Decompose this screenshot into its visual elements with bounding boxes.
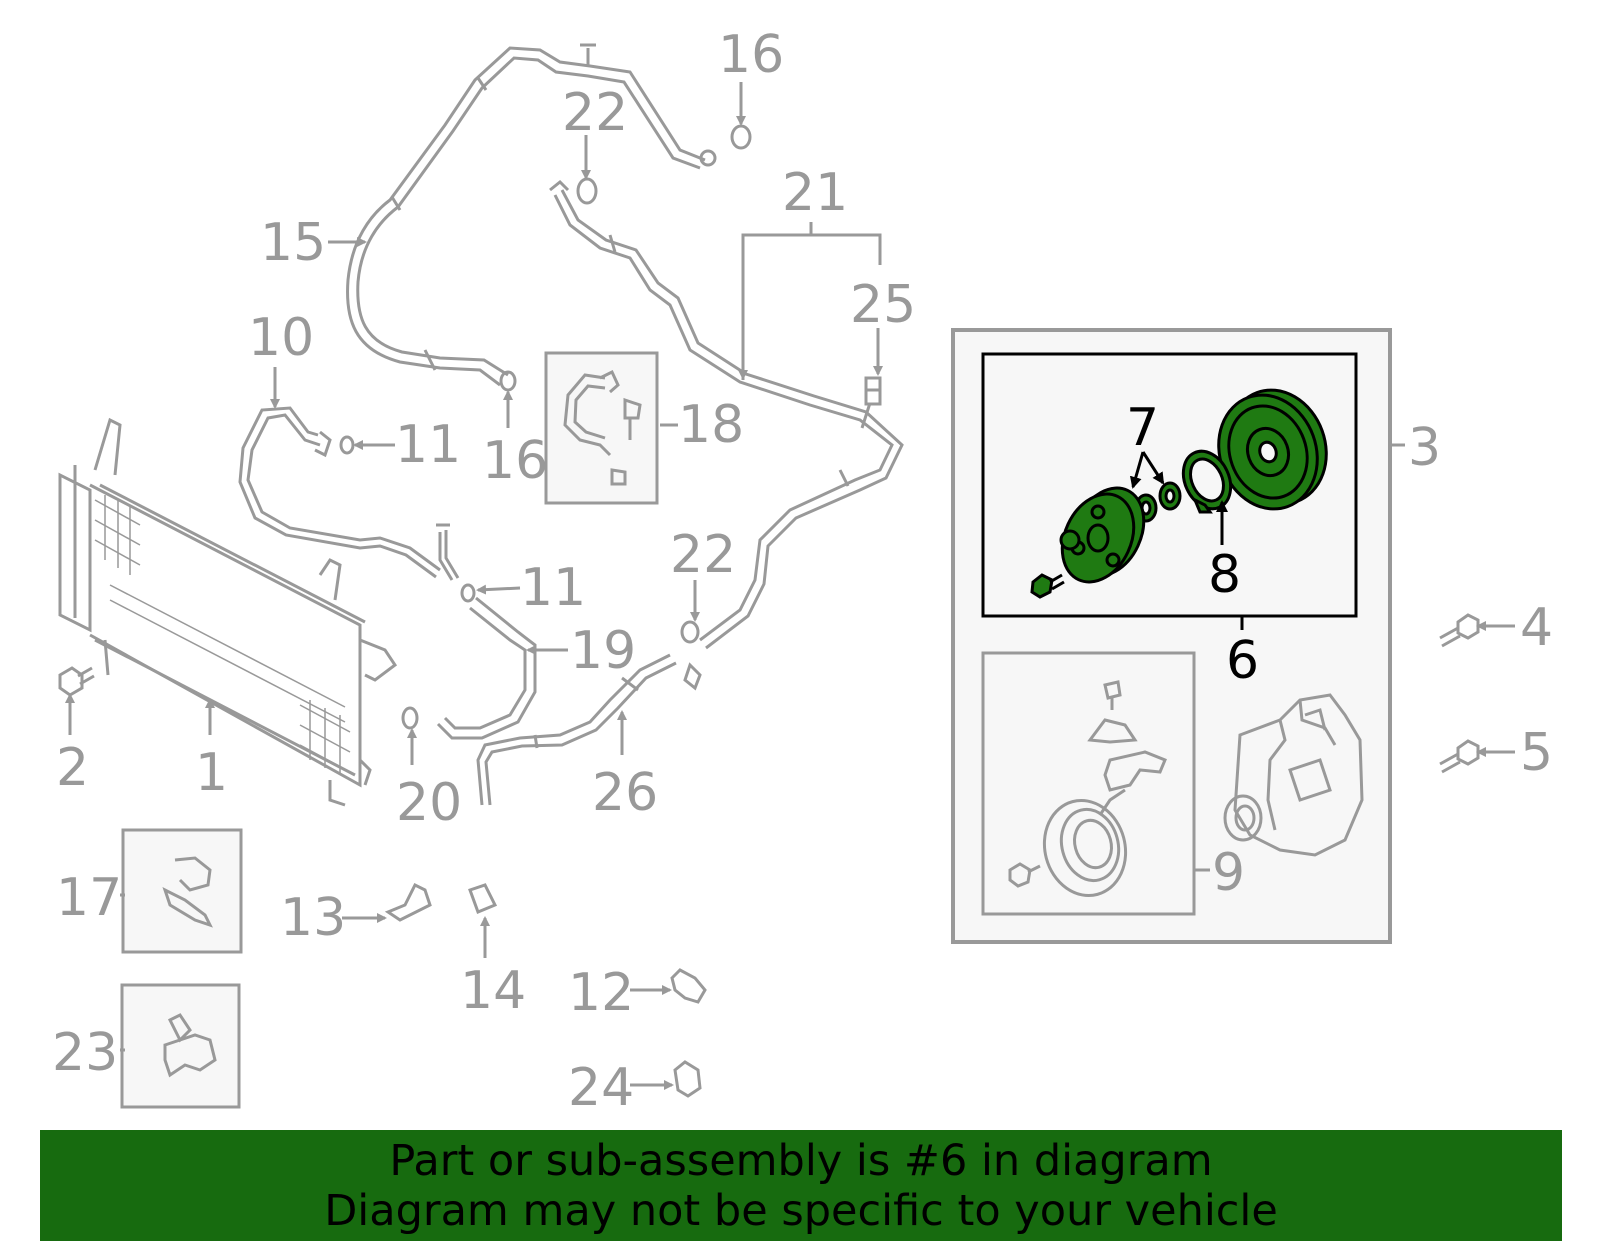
callout-10: 10 [248, 308, 314, 368]
callout-21: 21 [782, 163, 848, 223]
callout-7: 7 [1126, 398, 1159, 458]
clips [384, 882, 707, 1098]
pipe-19 [436, 523, 537, 740]
callout-12: 12 [568, 963, 634, 1023]
callout-24: 24 [568, 1058, 634, 1118]
snap-ring [1181, 449, 1233, 514]
callout-26: 26 [592, 763, 658, 823]
callout-22a: 22 [562, 83, 628, 143]
hose-15 [346, 43, 717, 387]
callout-3: 3 [1408, 418, 1441, 478]
callout-14: 14 [460, 961, 526, 1021]
armature-plate [1059, 486, 1146, 584]
info-banner: Part or sub-assembly is #6 in diagram Di… [40, 1130, 1562, 1241]
bolt-2 [58, 666, 95, 697]
compressor-body [1223, 693, 1364, 857]
callout-20: 20 [396, 773, 462, 833]
box-9 [981, 651, 1210, 916]
box-17 [121, 828, 243, 954]
box-23 [120, 983, 241, 1109]
pipe-26 [476, 653, 702, 806]
callout-4: 4 [1520, 598, 1553, 658]
callout-19: 19 [570, 621, 636, 681]
callout-18: 18 [678, 395, 744, 455]
hose-21 [549, 179, 904, 650]
callout-15: 15 [260, 213, 326, 273]
callout-23: 23 [52, 1023, 118, 1083]
banner-line-1: Part or sub-assembly is #6 in diagram [389, 1136, 1213, 1186]
banner-line-2: Diagram may not be specific to your vehi… [324, 1186, 1278, 1236]
callout-11a: 11 [395, 415, 461, 475]
callout-16a: 16 [718, 25, 784, 85]
callout-5: 5 [1520, 723, 1553, 783]
callout-8: 8 [1208, 545, 1241, 605]
callout-2: 2 [56, 738, 89, 798]
bolts-4-5 [1439, 613, 1480, 774]
callout-25: 25 [850, 275, 916, 335]
callout-9: 9 [1212, 843, 1245, 903]
callout-16b: 16 [482, 431, 548, 491]
callout-labels: 1 2 3 4 5 6 7 8 9 10 11 11 12 13 14 15 1… [52, 25, 1553, 1118]
leader-lines-dark [1129, 451, 1244, 630]
callout-11b: 11 [520, 558, 586, 618]
callout-6: 6 [1226, 631, 1259, 691]
clutch-bolt [1030, 573, 1065, 599]
callout-13: 13 [280, 888, 346, 948]
pulley [1217, 388, 1328, 511]
callout-1: 1 [195, 743, 228, 803]
pipe-10 [238, 406, 441, 579]
box-18 [544, 351, 659, 505]
leader-lines [65, 82, 1515, 1090]
callout-22b: 22 [670, 525, 736, 585]
condenser [58, 417, 398, 807]
callout-17: 17 [56, 868, 122, 928]
box-6-clutch-assembly [981, 352, 1358, 618]
